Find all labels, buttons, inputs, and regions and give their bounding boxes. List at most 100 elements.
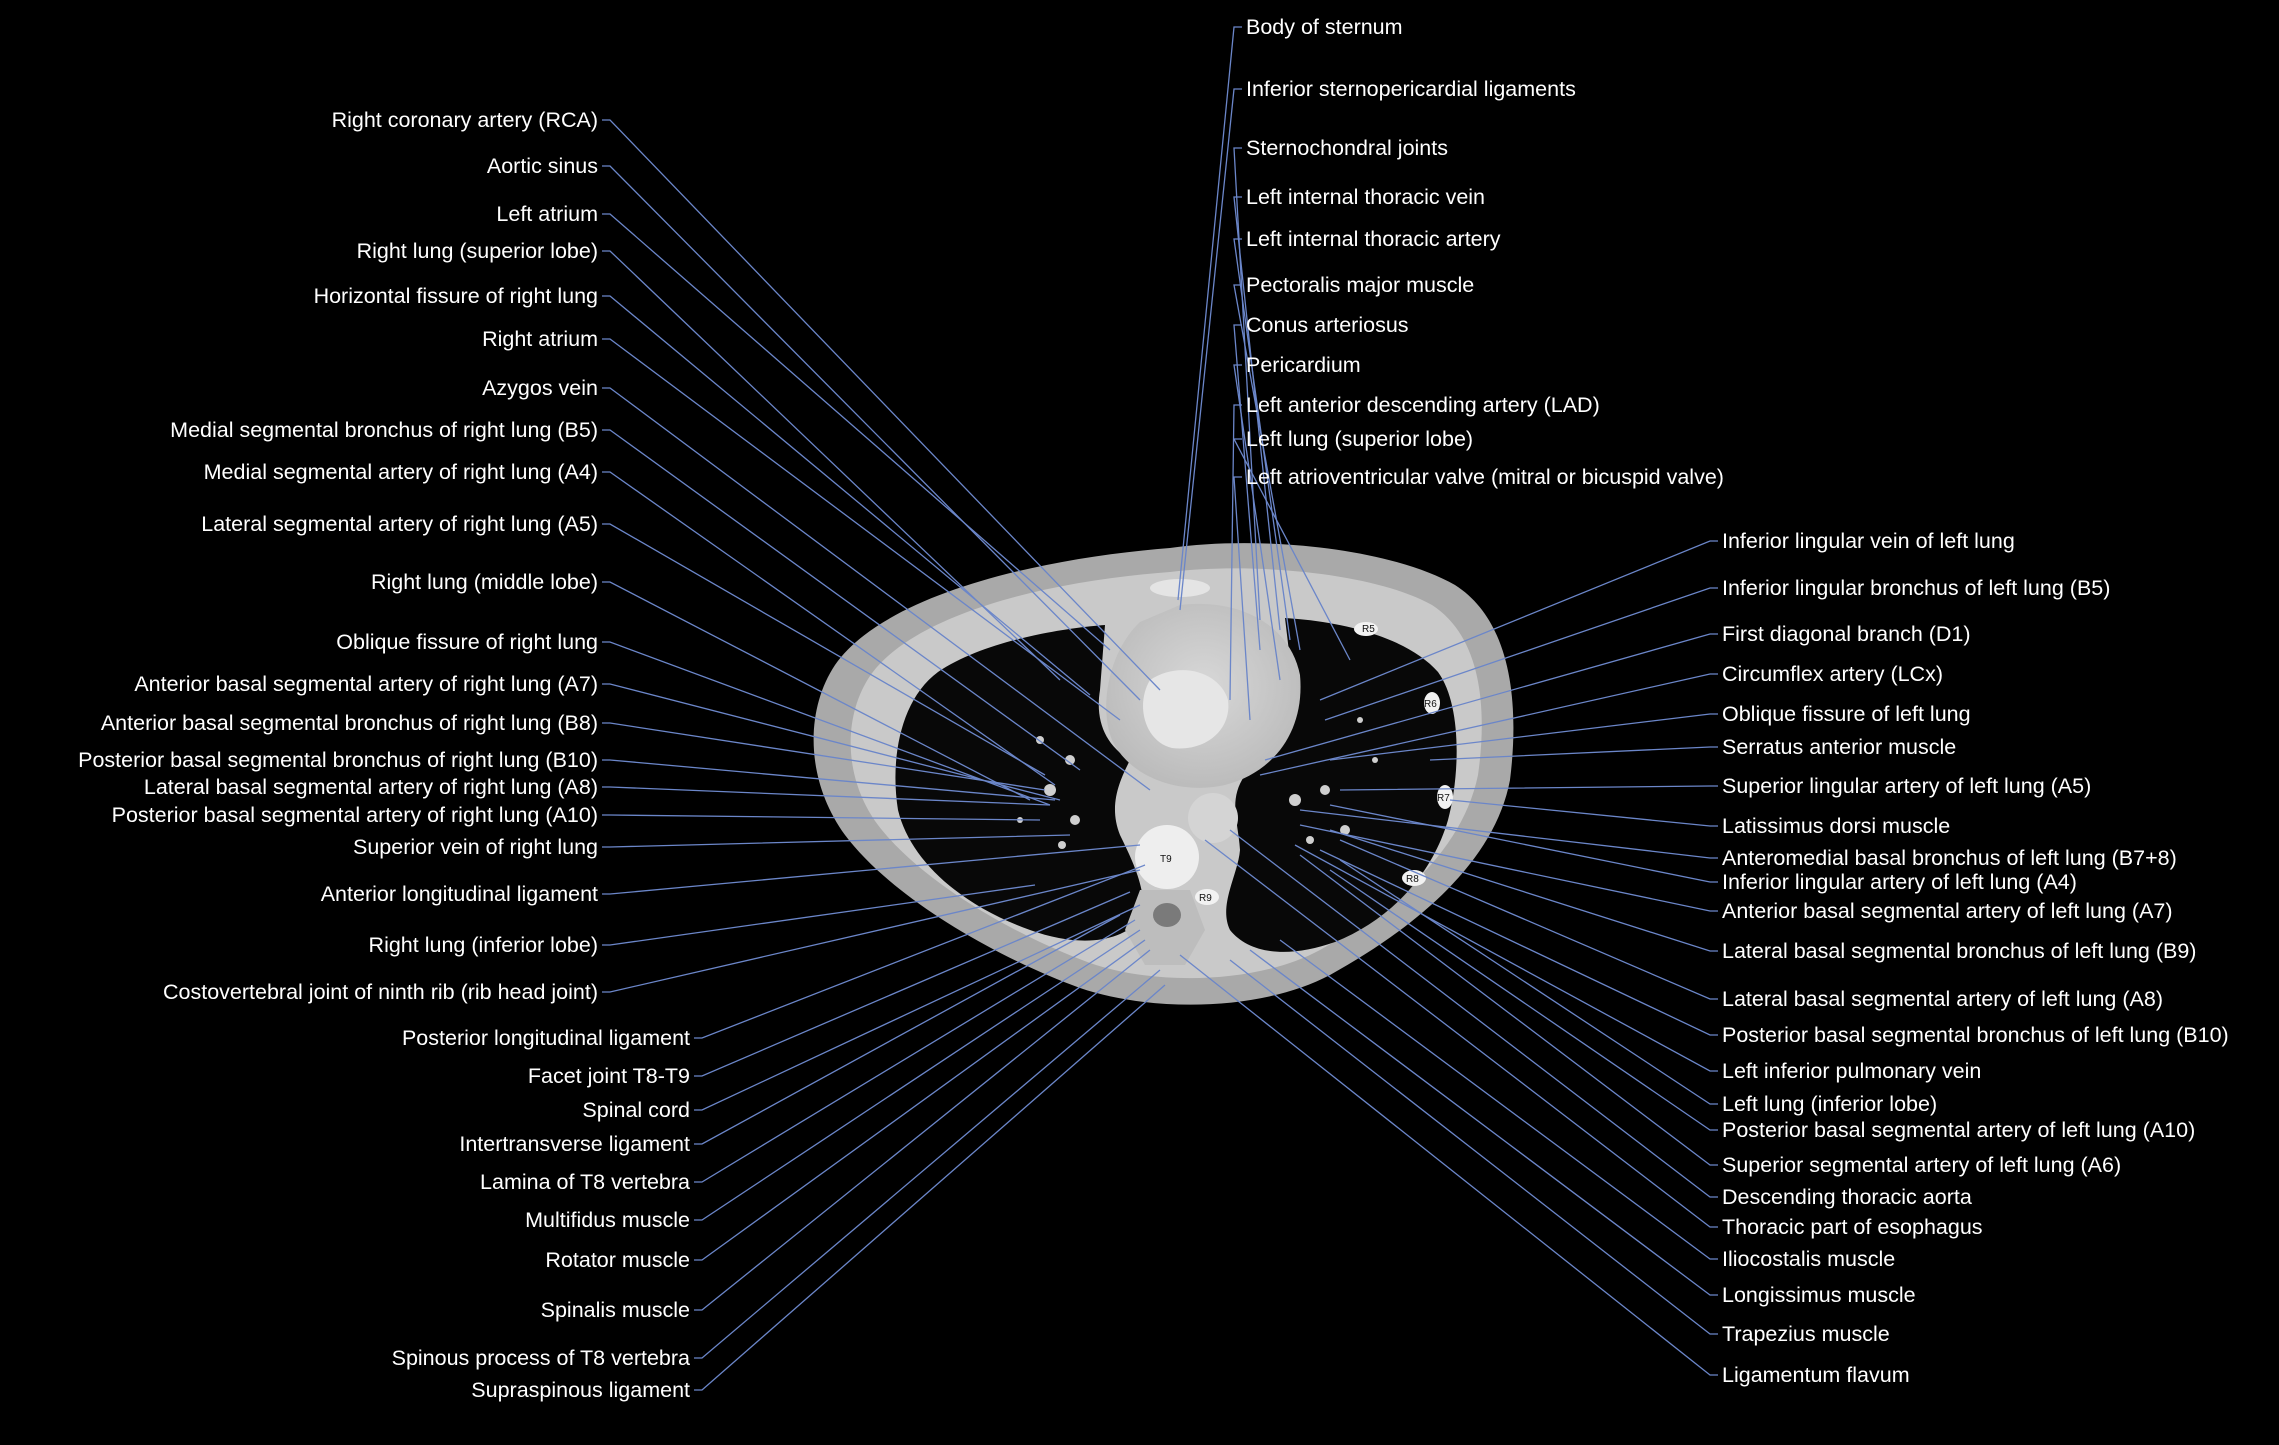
leader-line [1233,147,1261,621]
leader-line [1204,839,1718,1228]
rib-label: R5 [1362,624,1375,635]
anatomy-label: Conus arteriosus [1246,313,1409,337]
leader-line [1429,746,1718,761]
rib [1354,622,1378,636]
leader-line [1264,633,1718,761]
anatomy-label: Posterior longitudinal ligament [402,1026,690,1050]
anatomy-label: Medial segmental bronchus of right lung … [170,418,598,442]
leader-line [602,869,1141,993]
leader-line [602,387,1151,791]
anatomy-label: Right atrium [482,327,598,351]
anatomy-label: Body of sternum [1246,15,1403,39]
anatomy-label: Posterior basal segmental artery of righ… [112,803,598,827]
anatomy-label: Ligamentum flavum [1722,1363,1910,1387]
leader-line [1249,949,1718,1296]
leader-line [1299,854,1718,1166]
leader-line [1339,839,1718,1000]
anatomy-label: Posterior basal segmental bronchus of ri… [78,748,598,772]
anatomy-label: Superior lingular artery of left lung (A… [1722,774,2091,798]
leader-line [1279,939,1718,1260]
annotation-labels: Right coronary artery (RCA) Aortic sinusL… [78,15,2229,1402]
leader-line [602,250,1061,681]
rib [1437,785,1453,809]
anatomy-label: Spinalis muscle [541,1298,690,1322]
anatomy-label: Anterior basal segmental artery of left … [1722,899,2173,923]
leader-line [602,786,1051,806]
anatomy-label: Spinal cord [582,1098,690,1122]
leader-line [694,969,1161,1359]
anatomy-label: Iliocostalis muscle [1722,1247,1895,1271]
anatomy-label: Oblique fissure of right lung [336,630,598,654]
rib [1195,889,1219,905]
leader-line [694,949,1151,1311]
anatomy-label: Rotator muscle [545,1248,690,1272]
rib-label: R7 [1437,793,1450,804]
leader-line [1449,799,1718,827]
leader-line [602,641,1051,806]
leader-lines [602,26,1718,1391]
rib-label: R9 [1199,893,1212,904]
spinal-canal [1153,903,1181,927]
anatomy-label: Right lung (superior lobe) [357,239,598,263]
anatomy-label: Azygos vein [482,376,598,400]
heart-chamber [1143,670,1229,749]
anatomy-label: Pericardium [1246,353,1361,377]
anatomy-label: Oblique fissure of left lung [1722,702,1971,726]
spinal-canal-and-processes [1125,890,1205,965]
leader-line [602,213,1111,651]
leader-line [602,471,1056,786]
leader-line [1294,844,1718,1072]
anatomy-label: Trapezius muscle [1722,1322,1890,1346]
leader-line [1319,849,1718,1036]
anatomy-label: Sternochondral joints [1246,136,1448,160]
leader-line [694,984,1166,1391]
leader-line [1233,324,1261,651]
anatomy-label: Multifidus muscle [525,1208,690,1232]
rib-label: R6 [1424,699,1437,710]
anatomy-label: Descending thoracic aorta [1722,1185,1972,1209]
anatomy-label: Lamina of T8 vertebra [480,1170,690,1194]
anatomy-label: Left internal thoracic vein [1246,185,1485,209]
leader-line [694,904,1141,1111]
anatomy-label: Spinous process of T8 vertebra [392,1346,690,1370]
leader-line [1324,587,1718,721]
leader-line [1329,713,1718,761]
leader-line [694,914,1121,1145]
anatomy-label: Inferior lingular artery of left lung (A… [1722,870,2077,894]
ct-scan-image: R5 R6 R7 R8 R9 T9 [813,543,1514,1005]
leader-line [602,722,1046,791]
leader-line [1179,954,1718,1376]
anatomy-label: Posterior basal segmental artery of left… [1722,1118,2195,1142]
anatomy-label: Supraspinous ligament [471,1378,690,1402]
leader-line [1339,785,1718,791]
leader-line [1233,196,1281,631]
leader-line [1233,284,1301,651]
anatomy-label: Anterior longitudinal ligament [321,882,598,906]
leader-line [694,919,1136,1183]
leader-line [1233,238,1291,641]
leader-line [602,683,1061,801]
leader-line [1229,959,1718,1335]
anatomy-label: Right lung (middle lobe) [371,570,598,594]
anatomy-label: Anterior basal segmental artery of right… [134,672,598,696]
anatomy-label: Inferior lingular bronchus of left lung … [1722,576,2110,600]
anatomy-label: Left atrium [496,202,598,226]
leader-line [1329,829,1718,952]
anatomy-label: Left atrioventricular valve (mitral or b… [1246,465,1724,489]
anatomy-label: Circumflex artery (LCx) [1722,662,1943,686]
descending-aorta [1188,793,1238,843]
anatomy-label: Posterior basal segmental bronchus of le… [1722,1023,2229,1047]
anatomy-label: Aortic sinus [487,154,598,178]
leader-line [1233,476,1251,721]
anatomy-label: Right coronary artery (RCA) [332,108,598,132]
anatomy-label: Facet joint T8-T9 [528,1064,690,1088]
leader-line [1177,26,1242,601]
anatomy-label: Lateral basal segmental artery of right … [144,775,598,799]
anatomy-label: Superior vein of right lung [353,835,598,859]
leader-line [602,814,1041,821]
anatomy-label: Lateral segmental artery of right lung (… [201,512,598,536]
anatomy-label: Left inferior pulmonary vein [1722,1059,1981,1083]
anatomy-label: Anterior basal segmental bronchus of rig… [101,711,598,735]
anatomy-label: Left lung (superior lobe) [1246,427,1473,451]
anatomy-label: Left internal thoracic artery [1246,227,1501,251]
